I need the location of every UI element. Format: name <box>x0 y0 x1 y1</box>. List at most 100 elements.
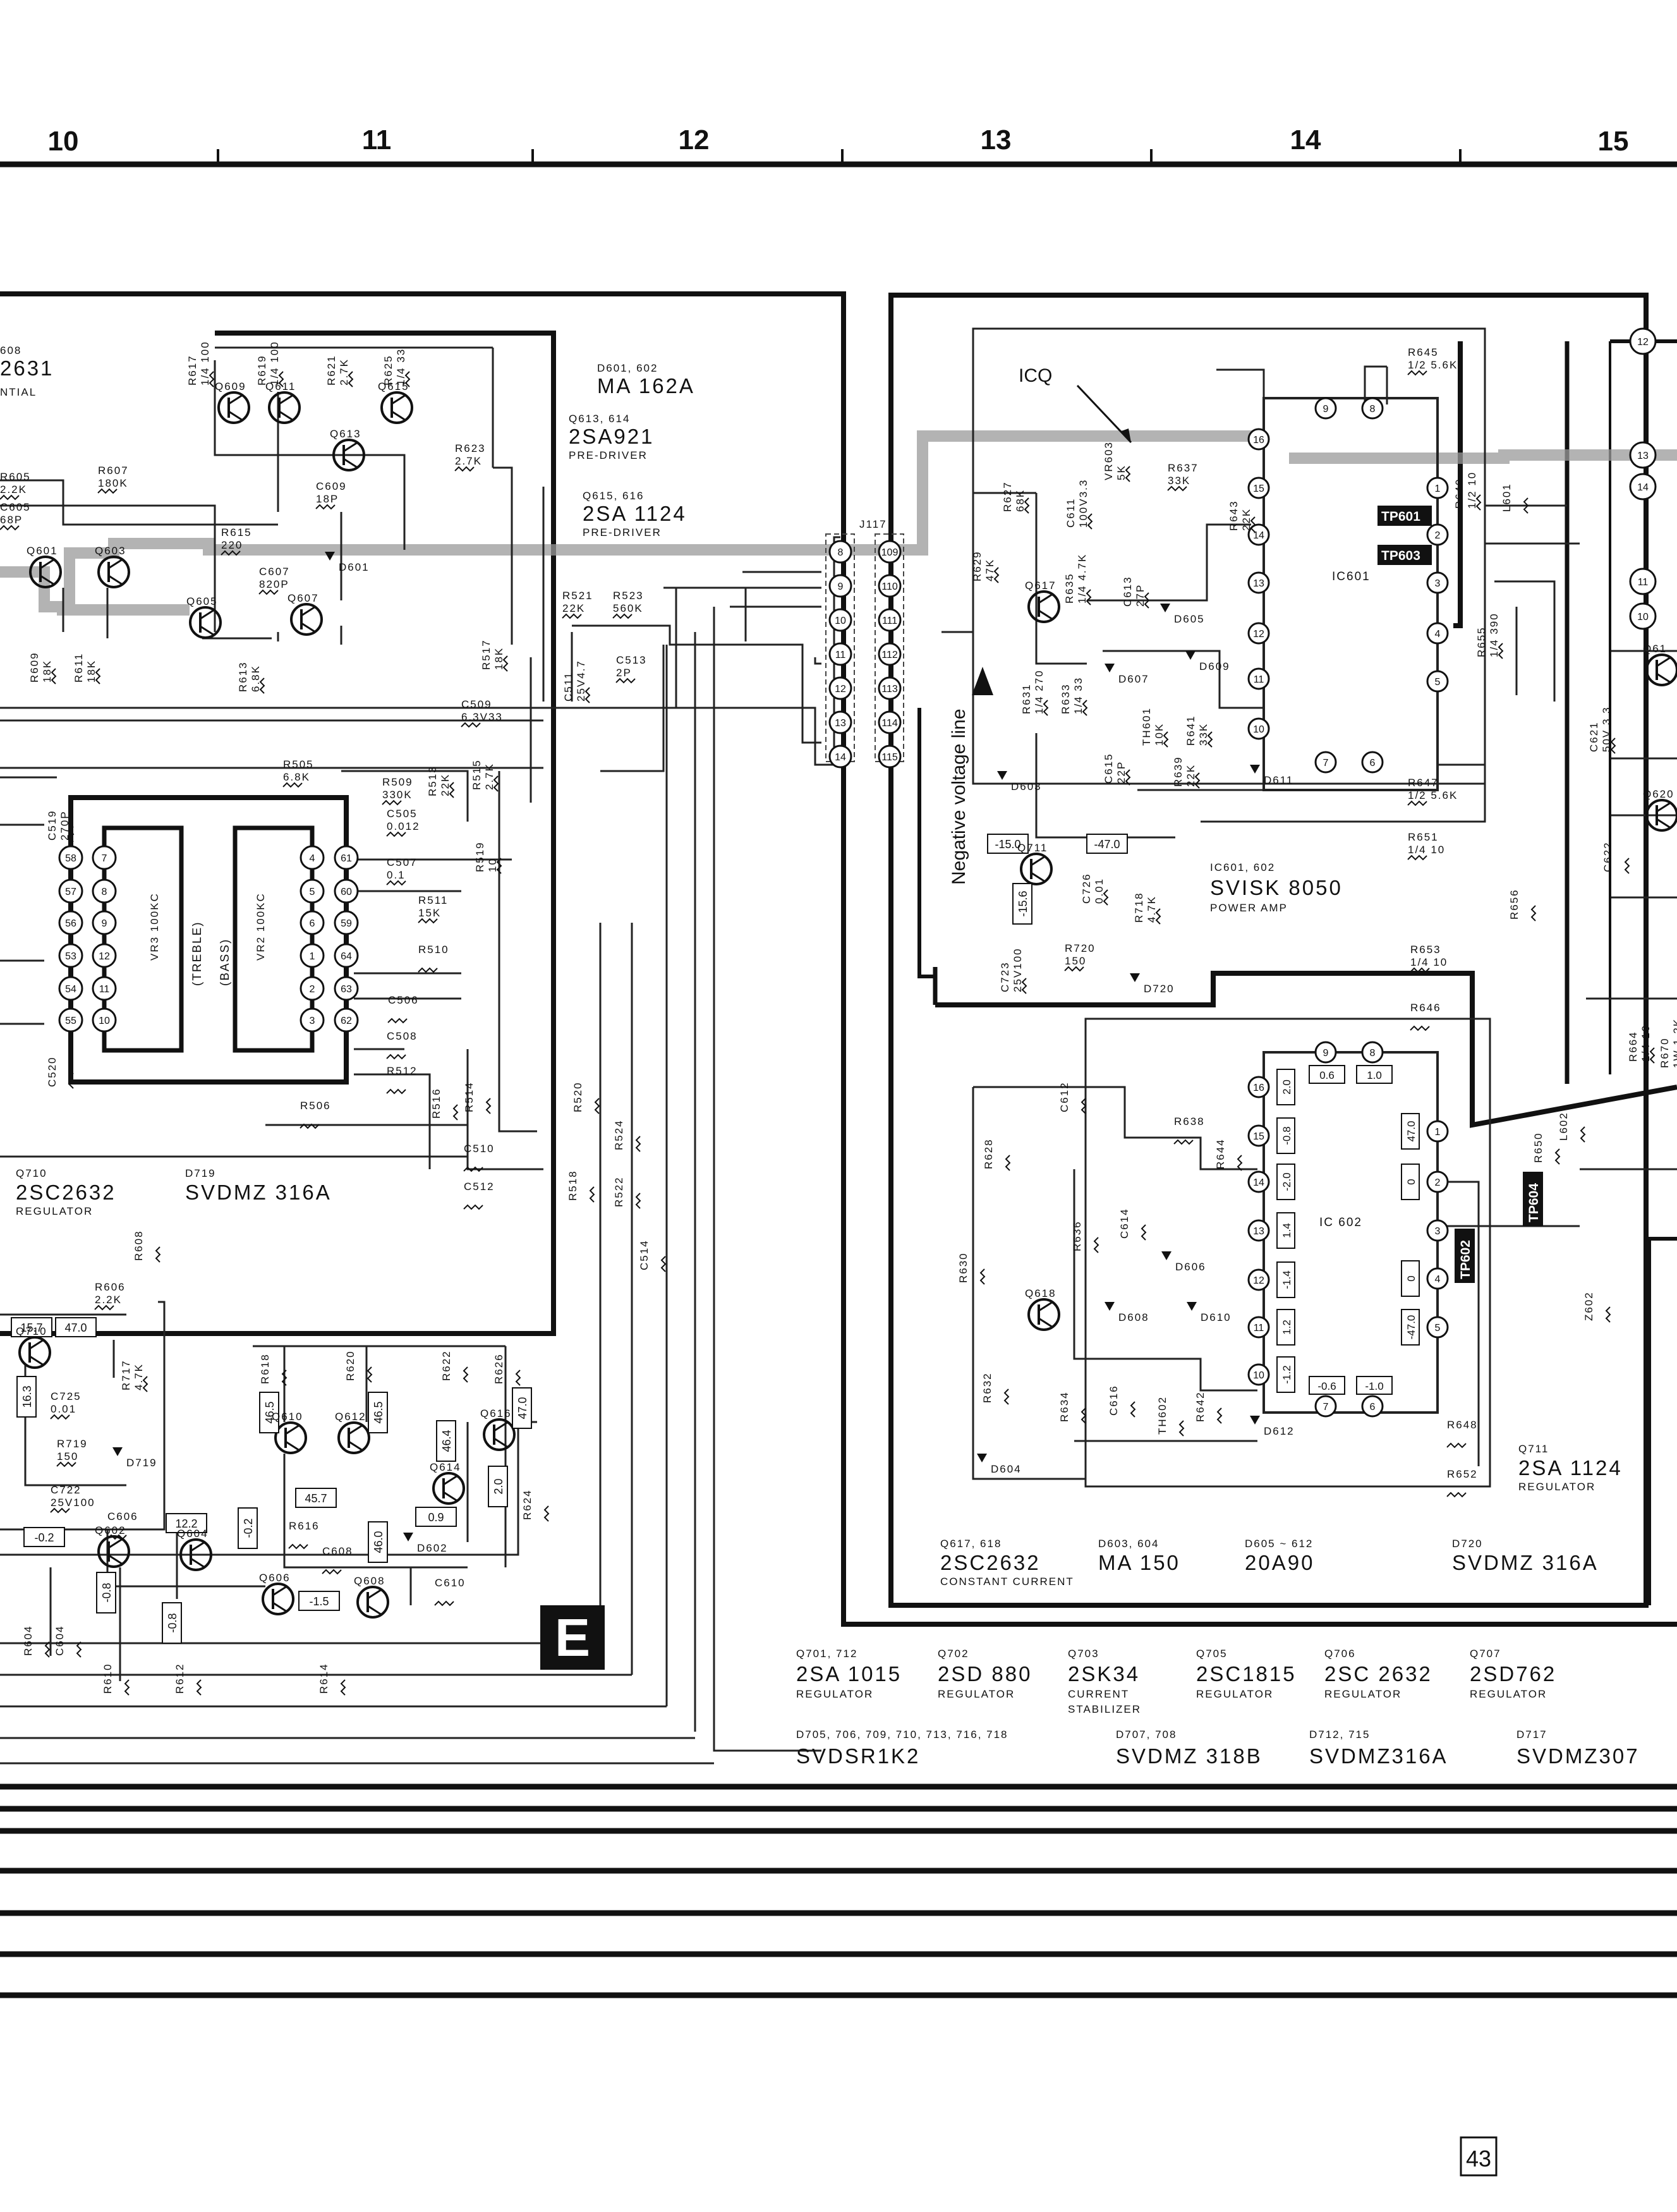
component-label: C510 <box>463 1143 493 1172</box>
svg-text:D712, 715: D712, 715 <box>1309 1729 1370 1741</box>
tone-pin-label: 1 <box>310 951 315 962</box>
wire <box>214 360 406 550</box>
voltage-value: 46.5 <box>372 1401 385 1423</box>
resistor-zigzag <box>1141 1224 1147 1241</box>
component-label: R636 <box>1071 1220 1099 1253</box>
test-point-tp602[interactable]: TP602 <box>1455 1229 1475 1283</box>
component-ref: R650 <box>1532 1132 1544 1163</box>
diode-symbol <box>1250 765 1260 774</box>
bottom-parts-table: Q701, 712 2SA 1015 REGULATOR Q702 2SD 88… <box>796 1648 1638 1768</box>
component-value: 10 <box>487 858 499 872</box>
component-value: 6.8K <box>283 771 310 783</box>
wire <box>572 624 821 744</box>
edge-connector-pin: 10 <box>1629 602 1657 630</box>
resistor-zigzag <box>76 1641 82 1658</box>
transistor-symbol <box>274 1421 307 1454</box>
svg-text:Q615, 616: Q615, 616 <box>583 490 644 502</box>
component-value: 0.1 <box>387 869 406 881</box>
diode-label: D603 <box>1011 781 1042 793</box>
connector-pin-label: 12 <box>835 684 846 695</box>
svg-text:Q707: Q707 <box>1470 1648 1501 1660</box>
component-ref: R605 <box>0 471 31 483</box>
grid-number: 15 <box>1598 126 1629 157</box>
diode-label: D601 <box>339 561 370 573</box>
resistor-zigzag <box>1167 485 1187 492</box>
transistor-label: Q614 <box>430 1461 461 1473</box>
voltage-value: 12.2 <box>175 1517 197 1530</box>
diode-symbol <box>403 1533 413 1541</box>
tone-pin-label: 62 <box>341 1016 352 1026</box>
svg-text:D605 ~ 612: D605 ~ 612 <box>1245 1538 1313 1550</box>
voltage-value: 15.7 <box>20 1322 42 1334</box>
positive-rail <box>1453 341 1463 628</box>
tone-pin: 58 <box>58 845 83 870</box>
resistor-zigzag <box>1410 967 1430 973</box>
table-cell: D705, 706, 709, 710, 713, 716, 718 SVDSR… <box>796 1729 1007 1768</box>
svg-text:IC601, 602: IC601, 602 <box>1210 861 1275 873</box>
diode-symbol <box>1160 604 1170 612</box>
voltage-box: 46.4 <box>436 1420 456 1462</box>
component-ref: R642 <box>1194 1391 1206 1422</box>
component-ref: R516 <box>430 1088 442 1119</box>
component-label: R652 <box>1446 1468 1477 1498</box>
component-ref: C722 <box>51 1484 82 1496</box>
resistor-zigzag <box>322 1569 342 1575</box>
component-value: 68P <box>0 514 23 526</box>
resistor-zigzag <box>404 371 411 387</box>
resistor-zigzag <box>493 775 499 792</box>
ic601-pin: 2 <box>1426 523 1449 546</box>
test-point-tp603[interactable]: TP603 <box>1377 545 1432 565</box>
component-label: L601 <box>1501 483 1529 514</box>
component-label: R630 <box>957 1252 986 1285</box>
component-ref: C508 <box>387 1030 418 1042</box>
component-value: 330K <box>382 789 413 801</box>
negative-voltage-arrow <box>972 667 993 695</box>
component-ref: R638 <box>1174 1115 1205 1127</box>
svg-text:2SD762: 2SD762 <box>1470 1662 1556 1686</box>
tone-pin: 57 <box>58 878 83 904</box>
component-ref: R655 <box>1475 626 1487 657</box>
ic602-pin: 3 <box>1426 1219 1449 1242</box>
transistor-label: Q603 <box>95 545 126 557</box>
component-value: 1/2 5.6K <box>1408 789 1458 801</box>
component-ref: R628 <box>983 1138 995 1169</box>
component-label: C608 <box>322 1545 352 1575</box>
component-label: C506 <box>387 994 418 1024</box>
component-ref: R644 <box>1214 1138 1226 1169</box>
component-label: R616 <box>288 1520 318 1550</box>
test-point-tp601[interactable]: TP601 <box>1377 506 1432 526</box>
resistor-zigzag <box>51 668 57 684</box>
ic601-pin: 13 <box>1247 571 1270 594</box>
diode-label: D607 <box>1118 673 1149 685</box>
ic601-pin: 15 <box>1247 477 1270 499</box>
ic602-wire-box <box>1084 1018 1491 1488</box>
component-label: R624 <box>521 1489 550 1522</box>
ic601-pin: 1 <box>1426 477 1449 499</box>
component-ref: R632 <box>981 1372 993 1403</box>
svg-text:Q617, 618: Q617, 618 <box>940 1538 1002 1550</box>
ic601-pin-label: 8 <box>1370 404 1376 415</box>
table-cell: D707, 708 SVDMZ 318B <box>1116 1729 1261 1768</box>
voltage-box: 16.3 <box>16 1376 37 1418</box>
connector-pin: 114 <box>878 710 902 734</box>
connector-pin-label: 11 <box>835 650 846 660</box>
test-point-tp604[interactable]: TP604 <box>1523 1172 1543 1226</box>
grid-number: 13 <box>981 125 1012 155</box>
svg-text:PRE-DRIVER: PRE-DRIVER <box>583 526 662 538</box>
component-ref: L601 <box>1501 483 1513 512</box>
component-label: R638 <box>1173 1115 1205 1145</box>
tone-pin: 8 <box>92 878 117 904</box>
component-ref: R610 <box>102 1663 114 1694</box>
tone-pin: 61 <box>334 845 359 870</box>
component-value: 33K <box>1197 723 1209 746</box>
svg-text:2SC2632: 2SC2632 <box>16 1181 116 1204</box>
